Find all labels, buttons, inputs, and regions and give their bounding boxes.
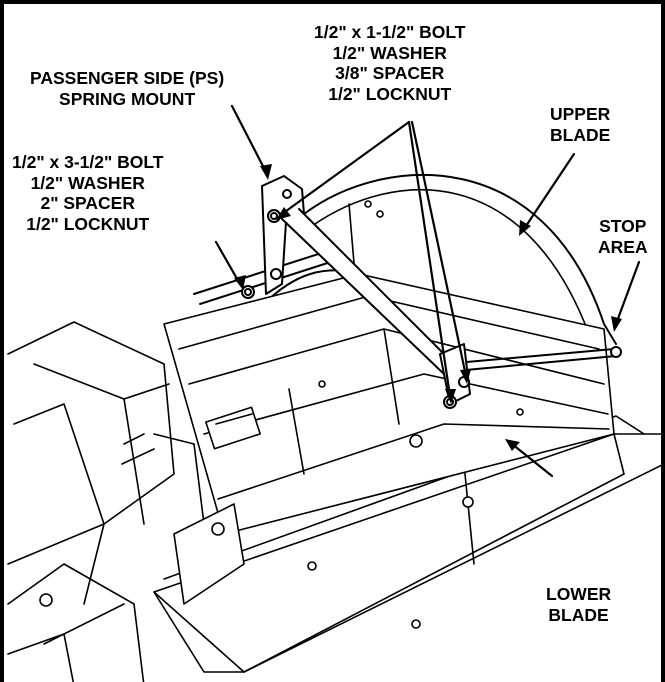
callout-bolt-left: 1/2" x 3-1/2" BOLT 1/2" WASHER 2" SPACER… — [10, 152, 166, 234]
bolt-left-line-2: 1/2" WASHER — [30, 172, 145, 193]
leader-bolt-right-a — [280, 120, 411, 216]
callout-stop-area: STOP AREA — [596, 216, 650, 257]
leader-bolt-left — [214, 240, 242, 286]
bolt-right-line-1: 1/2" x 1-1/2" BOLT — [314, 22, 466, 42]
leader-lower-blade — [510, 442, 554, 478]
lower-blade-line-2: BLADE — [548, 604, 609, 625]
bolt-left-line-3: 2" SPACER — [40, 193, 135, 213]
lower-blade-line-1: LOWER — [546, 584, 612, 604]
bolt-right-line-4: 1/2" LOCKNUT — [328, 83, 452, 104]
stop-area-line-1: STOP — [599, 216, 647, 236]
callout-upper-blade: UPPER BLADE — [548, 104, 613, 145]
upper-blade-line-1: UPPER — [550, 104, 611, 124]
ps-mount-line-2: SPRING MOUNT — [59, 88, 196, 109]
a-frame-shape — [7, 200, 524, 682]
bolt-left-line-4: 1/2" LOCKNUT — [26, 213, 150, 234]
plow-blade-drawing — [7, 104, 661, 682]
callout-bolt-right: 1/2" x 1-1/2" BOLT 1/2" WASHER 3/8" SPAC… — [312, 22, 468, 104]
leader-bolt-right-b — [407, 120, 452, 398]
callout-lower-blade: LOWER BLADE — [544, 584, 614, 625]
arrow-heads — [234, 164, 622, 451]
callout-ps-spring-mount: PASSENGER SIDE (PS) SPRING MOUNT — [28, 68, 227, 109]
ps-mount-line-1: PASSENGER SIDE (PS) — [30, 68, 225, 88]
bolt-right-line-2: 1/2" WASHER — [332, 42, 447, 63]
bolt-left-line-1: 1/2" x 3-1/2" BOLT — [12, 152, 164, 172]
leader-stop-area — [614, 260, 641, 326]
leader-bolt-right-c — [410, 120, 468, 378]
leader-ps-mount — [230, 104, 268, 174]
leader-lines — [214, 104, 641, 478]
stop-area-line-2: AREA — [598, 236, 648, 257]
cross-rods — [193, 248, 622, 373]
upper-blade-line-2: BLADE — [550, 124, 611, 145]
bolt-right-line-3: 3/8" SPACER — [335, 63, 445, 83]
leader-upper-blade — [522, 152, 576, 231]
